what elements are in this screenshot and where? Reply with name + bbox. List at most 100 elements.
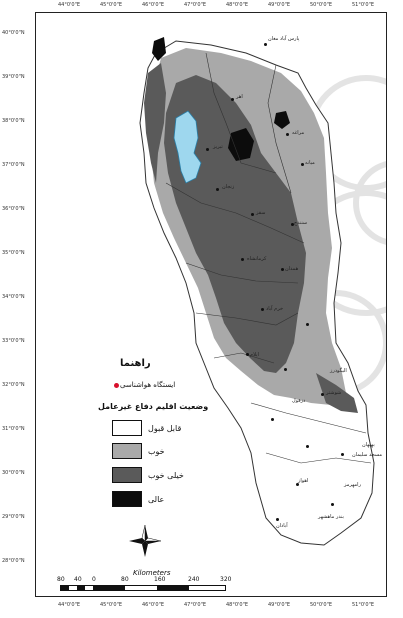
city-dot <box>321 393 324 396</box>
city-dot <box>216 188 219 191</box>
city-dot <box>231 98 234 101</box>
city-label: تبریز <box>213 144 223 150</box>
graticule-tick-label: 49°0'0"E <box>268 2 291 8</box>
scale-tick-label: 0 <box>92 576 96 583</box>
city-dot <box>296 483 299 486</box>
city-label: آبادان <box>276 523 288 529</box>
legend-subtitle: وضعیت اقلیم دفاع غیرعامل <box>98 402 209 411</box>
class-excellent-area-2 <box>152 37 166 61</box>
graticule-tick-label: 45°0'0"E <box>100 2 123 8</box>
scale-unit-label: Kilometers <box>133 569 171 577</box>
city-label: اهر <box>236 94 243 100</box>
legend-swatch-very-good <box>112 467 142 483</box>
graticule-tick-label: 48°0'0"E <box>226 2 249 8</box>
city-dot <box>284 368 287 371</box>
graticule-tick-label: 49°0'0"E <box>268 602 291 608</box>
city-dot <box>276 518 279 521</box>
graticule-tick-label: 45°0'0"E <box>100 602 123 608</box>
city-label: میانه <box>305 160 315 166</box>
graticule-tick-label: 28°0'0"N <box>2 558 25 564</box>
city-dot <box>246 353 249 356</box>
graticule-tick-label: 36°0'0"N <box>2 206 25 212</box>
class-excellent-area <box>228 128 254 161</box>
city-label: پارس آباد مغان <box>268 36 300 42</box>
legend-label-acceptable: قابل قبول <box>148 424 182 433</box>
graticule-tick-label: 51°0'0"E <box>352 2 375 8</box>
graticule-tick-label: 40°0'0"N <box>2 30 25 36</box>
legend-swatch-acceptable <box>112 420 142 436</box>
scale-tick-label: 320 <box>220 576 232 583</box>
graticule-tick-label: 33°0'0"N <box>2 338 25 344</box>
city-label: مراغه <box>292 130 305 136</box>
legend-title: راهنما <box>120 358 151 369</box>
graticule-tick-label: 29°0'0"N <box>2 514 25 520</box>
city-dot <box>281 268 284 271</box>
graticule-tick-label: 50°0'0"E <box>310 602 333 608</box>
city-label: سقز <box>256 210 266 216</box>
graticule-tick-label: 48°0'0"E <box>226 602 249 608</box>
north-arrow-icon <box>129 524 162 557</box>
city-label: مسجد سلیمان <box>352 452 383 458</box>
city-label: شوشتر <box>326 390 342 396</box>
city-dot <box>341 453 344 456</box>
graticule-tick-label: 50°0'0"E <box>310 2 333 8</box>
city-label: بندر ماهشهر <box>318 514 344 520</box>
city-dot <box>291 223 294 226</box>
graticule-tick-label: 46°0'0"E <box>142 2 165 8</box>
legend-label-excellent: عالی <box>148 495 165 504</box>
scale-tick-label: 240 <box>188 576 200 583</box>
city-label: اهواز <box>298 478 309 484</box>
class-very-good-area <box>164 75 306 373</box>
map-frame <box>35 12 387 597</box>
city-label: زنجان <box>222 184 235 190</box>
graticule-tick-label: 32°0'0"N <box>2 382 25 388</box>
graticule-tick-label: 31°0'0"N <box>2 426 25 432</box>
scale-bar <box>60 585 226 591</box>
city-dot <box>251 213 254 216</box>
city-dot <box>306 323 309 326</box>
graticule-tick-label: 34°0'0"N <box>2 294 25 300</box>
graticule-tick-label: 38°0'0"N <box>2 118 25 124</box>
city-dot <box>261 308 264 311</box>
legend-swatch-excellent <box>112 491 142 507</box>
class-very-good-area-west <box>144 63 166 183</box>
scale-tick-label: 80 <box>121 576 129 583</box>
graticule-tick-label: 39°0'0"N <box>2 74 25 80</box>
legend-station-label: ایستگاه هواشناسی <box>120 381 176 389</box>
legend-label-very-good: خیلی خوب <box>148 471 184 480</box>
city-dot <box>331 503 334 506</box>
graticule-tick-label: 47°0'0"E <box>184 602 207 608</box>
city-dot <box>206 148 209 151</box>
city-label: الیگودرز <box>330 368 347 374</box>
city-dot <box>264 43 267 46</box>
graticule-tick-label: 37°0'0"N <box>2 162 25 168</box>
scale-tick-label: 40 <box>74 576 82 583</box>
city-dot <box>271 418 274 421</box>
city-label: بهبهان <box>362 442 375 448</box>
province-boundaries <box>165 52 372 464</box>
city-label: خرم آباد <box>266 306 284 312</box>
city-label: رامهرمز <box>344 482 361 488</box>
city-dot <box>306 445 309 448</box>
scale-tick-label: 160 <box>154 576 166 583</box>
class-excellent-area-3 <box>274 111 290 129</box>
legend-label-good: خوب <box>148 447 165 456</box>
city-label: ایلام <box>250 352 259 358</box>
graticule-tick-label: 35°0'0"N <box>2 250 25 256</box>
class-very-good-area-south <box>316 373 358 413</box>
graticule-tick-label: 44°0'0"E <box>58 2 81 8</box>
graticule-tick-label: 46°0'0"E <box>142 602 165 608</box>
city-dot <box>301 163 304 166</box>
city-label: سنندج <box>294 220 308 226</box>
region-map <box>139 37 386 546</box>
city-label: دزفول <box>292 398 306 404</box>
city-label: همدان <box>285 266 299 272</box>
station-symbol <box>114 383 119 388</box>
graticule-tick-label: 30°0'0"N <box>2 470 25 476</box>
scale-tick-label: 80 <box>57 576 65 583</box>
graticule-tick-label: 47°0'0"E <box>184 2 207 8</box>
city-dot <box>241 258 244 261</box>
lake-urmia <box>173 110 202 184</box>
city-label: کرمانشاه <box>247 256 267 262</box>
graticule-tick-label: 44°0'0"E <box>58 602 81 608</box>
